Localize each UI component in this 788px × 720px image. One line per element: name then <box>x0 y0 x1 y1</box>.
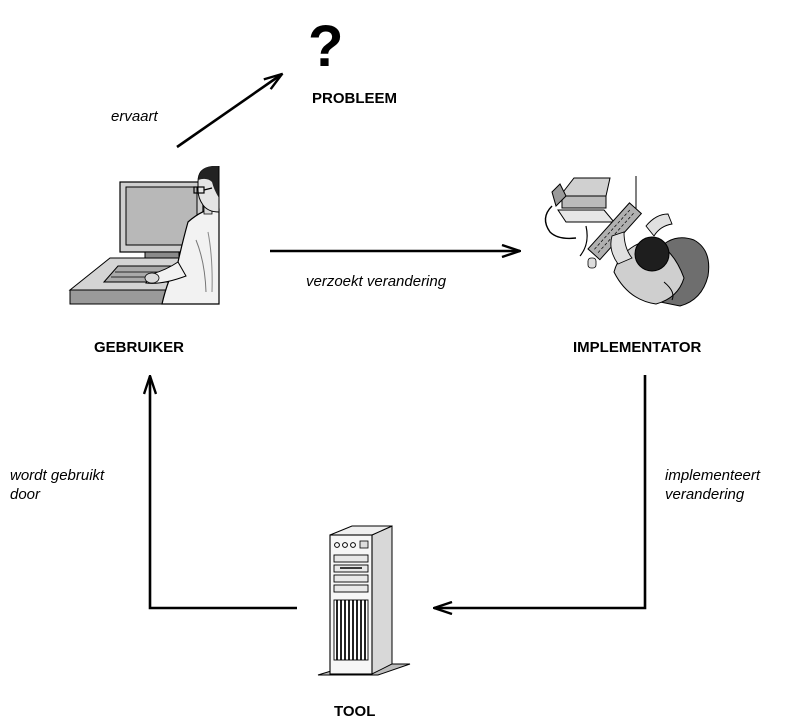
problem-label: PROBLEEM <box>312 90 398 107</box>
question-mark-icon: ? <box>308 14 344 79</box>
implements-change-label: implementeert verandering <box>665 466 760 504</box>
used-by-label: wordt gebruikt door <box>10 466 104 504</box>
computer-user-icon <box>68 166 220 305</box>
top-down-worker-icon <box>544 176 710 307</box>
used-by-label-line2: door <box>10 486 41 503</box>
arrow-experiences <box>176 74 282 149</box>
arrow-used-by <box>150 376 297 610</box>
user-label: GEBRUIKER <box>94 339 185 356</box>
implements-change-label-line1: implementeert <box>665 467 761 484</box>
implements-change-label-line2: verandering <box>665 486 745 503</box>
requests-change-label: verzoekt verandering <box>306 273 447 290</box>
used-by-label-line1: wordt gebruikt <box>10 467 105 484</box>
arrow-implements-change <box>434 375 647 608</box>
tool-label: TOOL <box>334 703 376 720</box>
implementor-label: IMPLEMENTATOR <box>573 339 702 356</box>
tower-computer-icon <box>317 525 411 676</box>
experiences-label: ervaart <box>111 108 158 125</box>
